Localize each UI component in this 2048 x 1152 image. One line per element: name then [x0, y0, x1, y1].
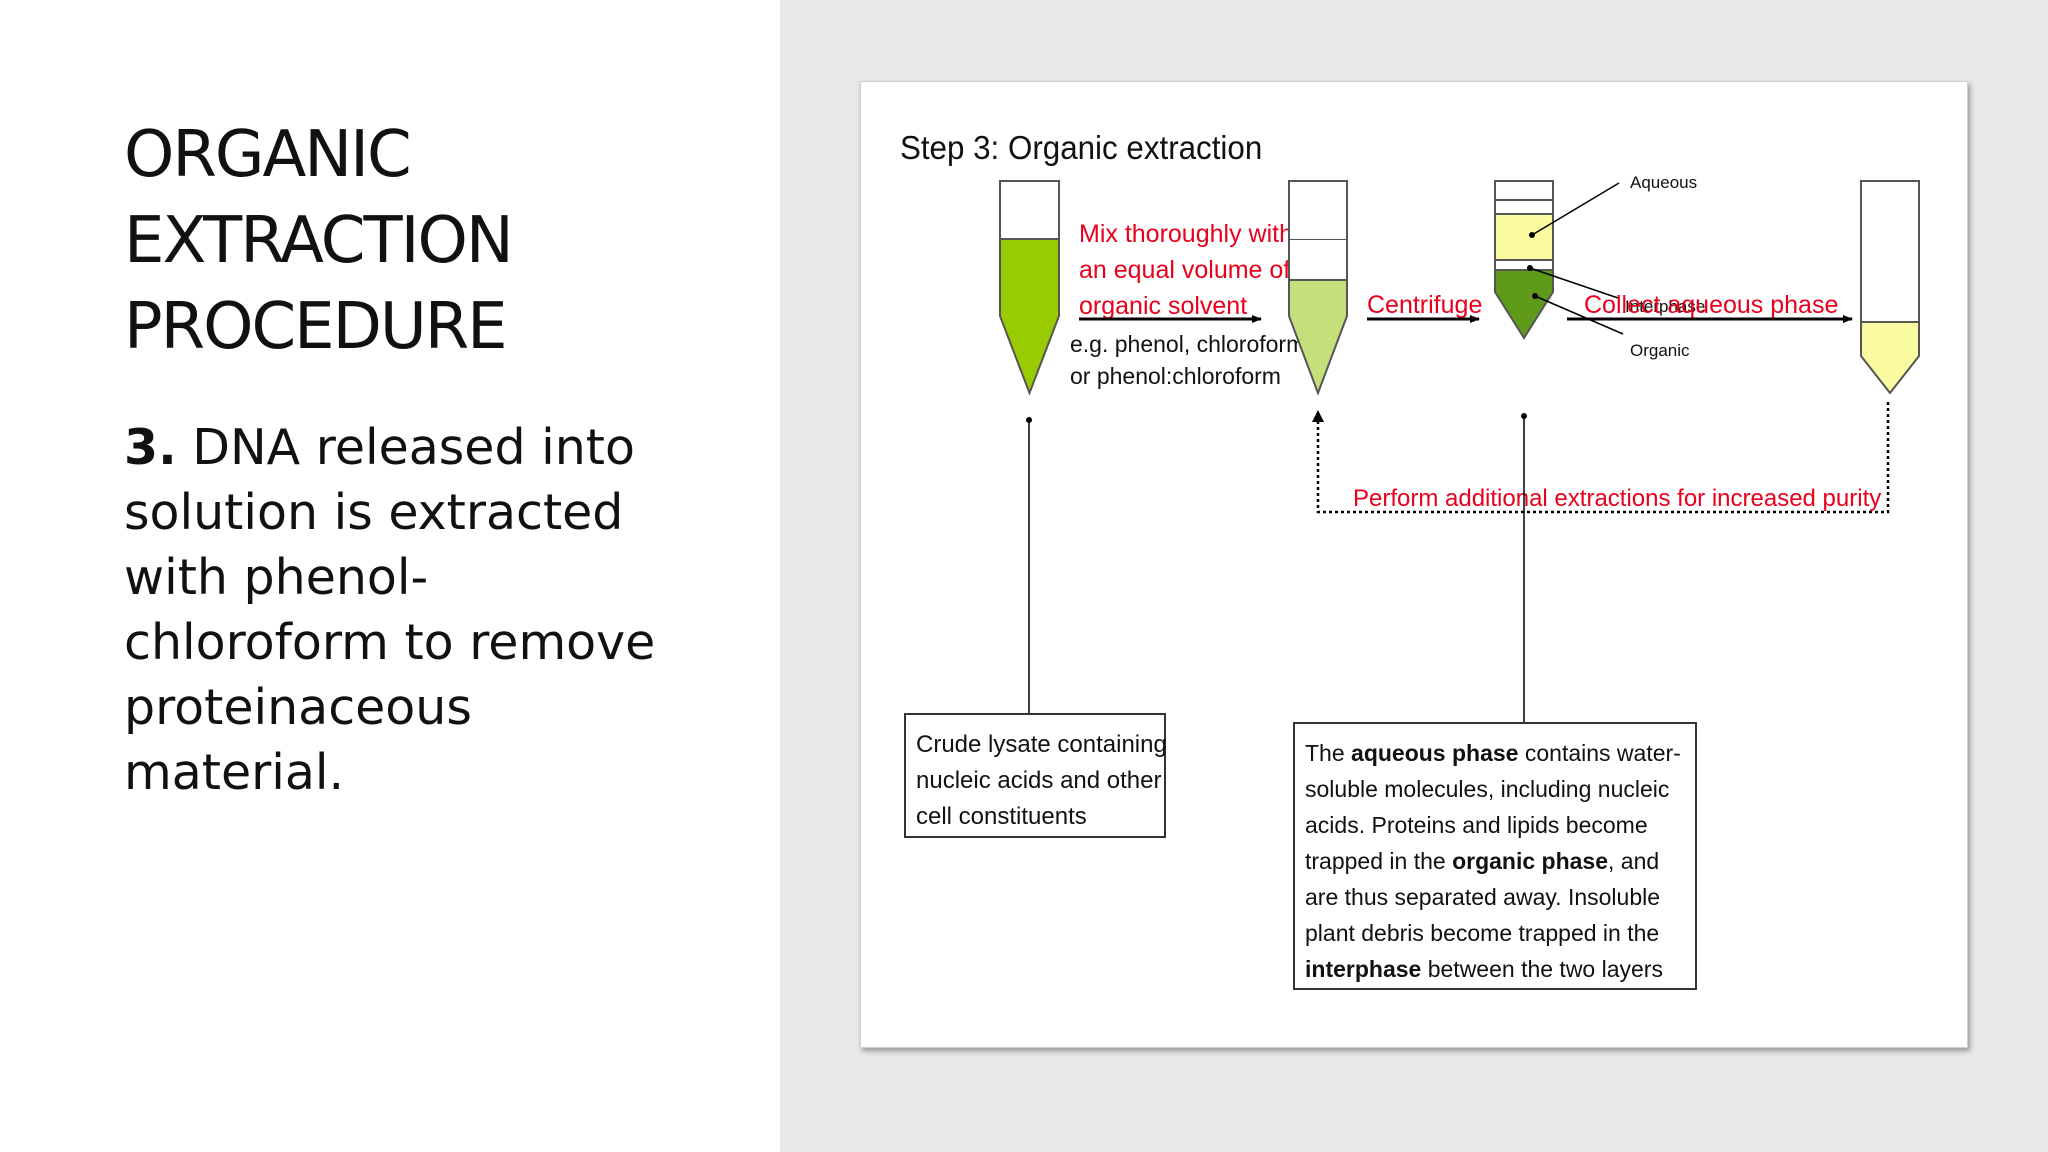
aqueous-phase-term: aqueous phase — [1351, 740, 1518, 766]
figure-diagram: Step 3: Organic extraction Mix thoroughl… — [900, 129, 1920, 990]
body-line-6: material. — [124, 744, 345, 801]
mix-line-3: organic solvent — [1079, 292, 1247, 320]
tube-3-interphase-layer — [1494, 259, 1554, 271]
step-number: 3. — [124, 419, 177, 476]
repeat-instruction: Perform additional extractions for incre… — [1353, 485, 1881, 512]
phase-line-7-post: between the two layers — [1421, 956, 1663, 982]
body-line-4: chloroform to remove — [124, 614, 656, 671]
organic-phase-term: organic phase — [1452, 848, 1608, 874]
crude-line-3: cell constituents — [916, 803, 1087, 830]
solvent-line-2: or phenol:chloroform — [1070, 363, 1281, 389]
mix-line-2: an equal volume of — [1079, 256, 1290, 284]
slide-title: ORGANIC EXTRACTION PROCEDURE — [124, 112, 744, 370]
phase-line-4-post: , and — [1608, 848, 1659, 874]
phase-explanation-box — [1293, 722, 1697, 990]
interphase-pointer — [1529, 267, 1619, 299]
tube-2-cap — [1288, 180, 1348, 239]
tube-separated — [1494, 180, 1554, 340]
organic-pointer — [1534, 295, 1624, 335]
tube-3-aqueous-layer — [1494, 213, 1554, 261]
title-line-1: ORGANIC — [124, 118, 412, 192]
mix-instruction: Mix thoroughly with an equal volume of o… — [1079, 220, 1293, 320]
repeat-arrowhead — [1312, 410, 1324, 422]
title-line-2: EXTRACTION — [124, 204, 514, 278]
tube-mixed — [1288, 180, 1348, 396]
extraction-figure: Step 3: Organic extraction Mix thoroughl… — [860, 81, 1968, 1048]
phase-line-1: The aqueous phase contains water- — [1305, 740, 1681, 766]
crude-leader-dot — [1026, 417, 1032, 423]
crude-line-1: Crude lysate containing — [916, 731, 1167, 758]
tube-1-liquid — [999, 238, 1060, 396]
tube-4-liquid — [1860, 321, 1920, 395]
phase-line-6: plant debris become trapped in the — [1305, 920, 1659, 946]
repeat-loop-dotted — [1316, 402, 1890, 514]
body-line-1: 3. DNA released into — [124, 415, 684, 480]
slide-body-text: 3. DNA released into solution is extract… — [124, 415, 684, 805]
body-line-3: with phenol- — [124, 549, 429, 606]
organic-label: Organic — [1630, 341, 1690, 360]
tube-4-empty-top — [1860, 180, 1920, 322]
tube-3-empty-top — [1494, 199, 1554, 215]
phase-line-7: interphase between the two layers — [1305, 956, 1663, 982]
body-line-5: proteinaceous — [124, 679, 472, 736]
tube-collected-aqueous — [1860, 180, 1920, 395]
crude-line-2: nucleic acids and other — [916, 767, 1161, 794]
solvent-line-1: e.g. phenol, chloroform, — [1070, 331, 1312, 357]
collect-aqueous-label: Collect aqueous phase — [1584, 291, 1838, 319]
tube-2-empty-top — [1288, 238, 1348, 280]
body-line-1-text: DNA released into — [176, 419, 635, 476]
aqueous-label: Aqueous — [1630, 173, 1697, 192]
body-line-2: solution is extracted — [124, 484, 624, 541]
tube-3-organic-layer — [1494, 269, 1554, 340]
tube-crude-lysate — [999, 180, 1060, 396]
tube-1-empty-top — [999, 180, 1060, 239]
tube-2-liquid — [1288, 279, 1348, 396]
phase-line-1-pre: The — [1305, 740, 1351, 766]
tube-3-cap — [1494, 180, 1554, 201]
aqueous-pointer — [1531, 182, 1620, 236]
phase-line-1-post: contains water- — [1518, 740, 1680, 766]
slide-left-panel: ORGANIC EXTRACTION PROCEDURE 3. DNA rele… — [0, 0, 780, 1152]
interphase-term: interphase — [1305, 956, 1421, 982]
phase-line-4-pre: trapped in the — [1305, 848, 1452, 874]
crude-lysate-box — [904, 713, 1166, 838]
figure-title: Step 3: Organic extraction — [900, 129, 1262, 166]
phase-line-3: acids. Proteins and lipids become — [1305, 812, 1648, 838]
interphase-label: Interphase — [1625, 297, 1705, 316]
centrifuge-label: Centrifuge — [1367, 291, 1482, 319]
title-line-3: PROCEDURE — [124, 290, 508, 364]
phase-line-5: are thus separated away. Insoluble — [1305, 884, 1660, 910]
mix-line-1: Mix thoroughly with — [1079, 220, 1293, 248]
phase-line-2: soluble molecules, including nucleic — [1305, 776, 1669, 802]
phase-line-4: trapped in the organic phase, and — [1305, 848, 1659, 874]
phase-leader-dot — [1521, 413, 1527, 419]
